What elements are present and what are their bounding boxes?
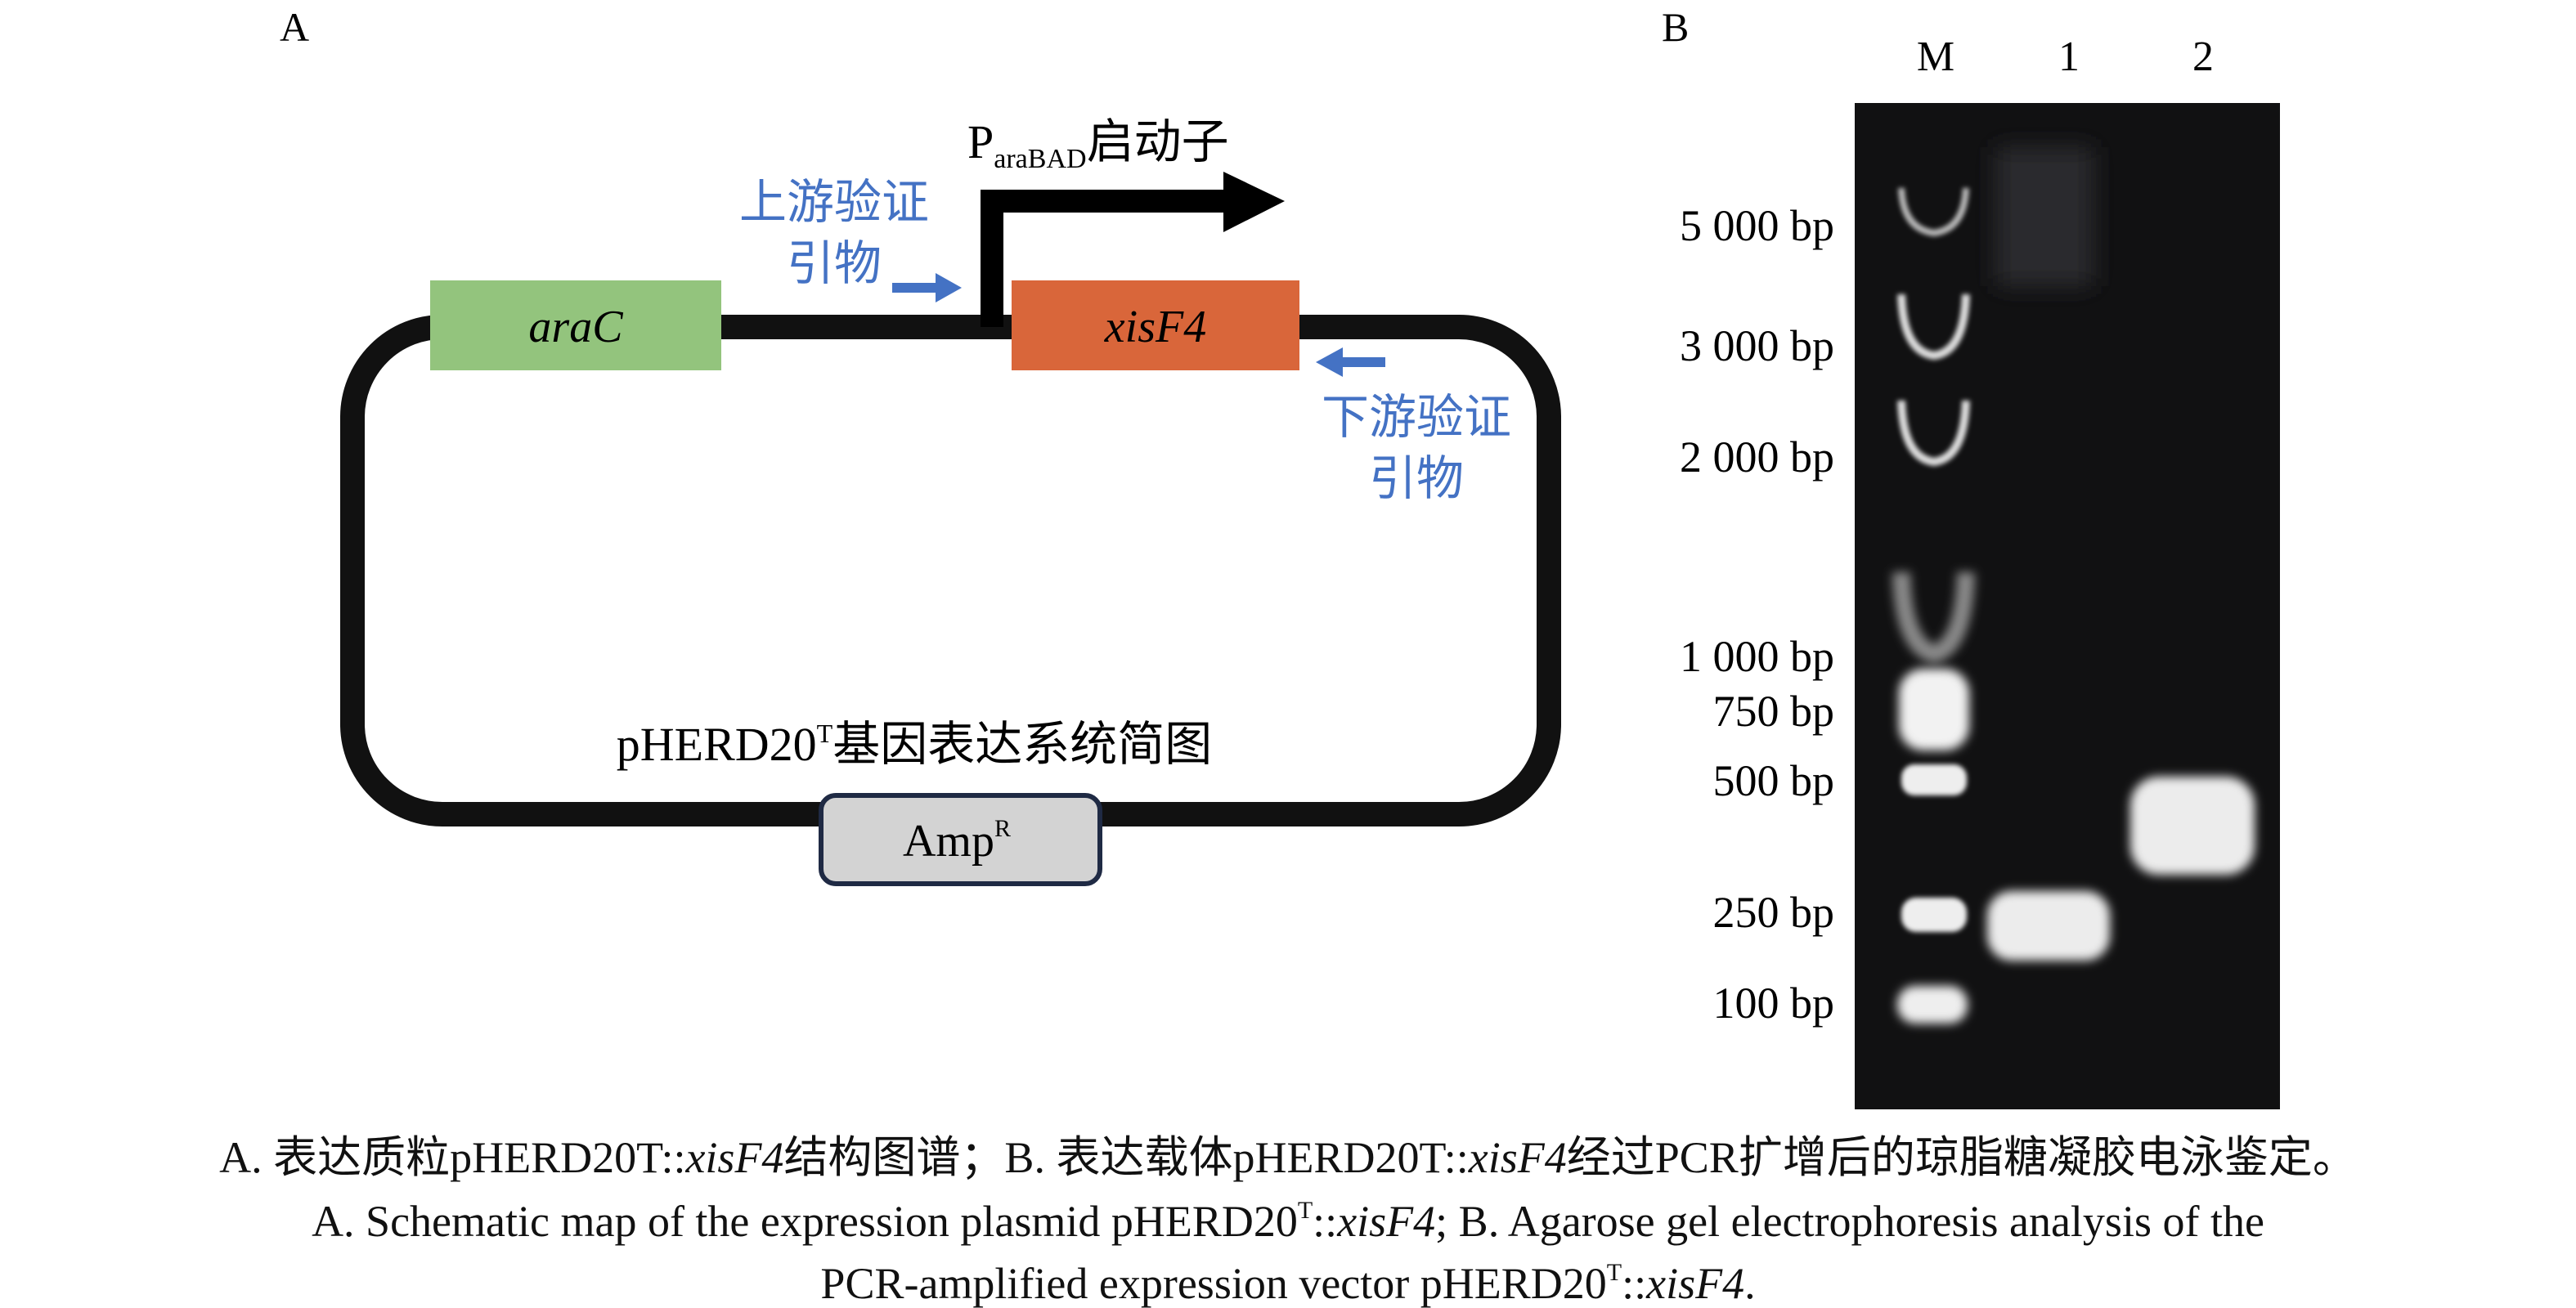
reverse-primer-label-1: 下游验证 [1322,391,1511,444]
forward-primer-label-2: 引物 [787,237,882,290]
panel-a: A ParaBAD启动子 araC xisF4 上游验证 引物 下游验证 引物 … [280,4,1561,886]
plasmid-title: pHERD20T基因表达系统简图 [617,718,1212,771]
band-500 [1901,764,1967,795]
lane-label-m: M [1917,34,1954,80]
ladder-label-2000: 2 000 bp [1680,432,1834,482]
ladder-label-3000: 3 000 bp [1680,321,1834,370]
reverse-primer-label-2: 引物 [1369,452,1464,505]
ladder-label-100: 100 bp [1713,979,1835,1028]
caption-en-line-2: PCR-amplified expression vector pHERD20T… [820,1259,1756,1308]
forward-primer-label-1: 上游验证 [739,176,929,229]
xisf4-gene-box [1012,280,1299,370]
band-3000 [1897,293,1970,361]
reverse-primer-arrow-icon [1316,347,1385,377]
promoter-arrow-line [981,190,1235,327]
lane-1-band [1987,891,2110,961]
panel-b: B M 1 2 5 000 bp 3 000 bp 2 000 bp 1 000… [1662,4,2280,1109]
ladder-label-750: 750 bp [1713,687,1835,736]
ladder-label-250: 250 bp [1713,888,1835,937]
band-5000 [1898,187,1969,237]
promoter-label: ParaBAD启动子 [967,115,1229,174]
band-100 [1897,986,1968,1024]
ampr-marker-box [819,793,1102,886]
band-1000 [1892,571,1975,664]
arac-label: araC [528,302,623,352]
lane-label-2: 2 [2192,34,2214,80]
lane-label-1: 1 [2058,34,2080,80]
xisf4-label: xisF4 [1104,302,1206,352]
band-250 [1901,898,1967,932]
promoter-arrow-head [1223,172,1285,232]
caption-en-line-1: A. Schematic map of the expression plasm… [312,1197,2264,1246]
ladder-bands [1892,187,1975,1024]
band-750 [1899,669,1969,750]
arac-gene-box [430,280,721,370]
band-2000 [1897,400,1970,467]
ladder-label-1000: 1 000 bp [1680,632,1834,681]
caption-cn: A. 表达质粒pHERD20T::xisF4结构图谱；B. 表达载体pHERD2… [219,1133,2357,1182]
lane-2-band [2130,777,2255,875]
forward-primer-arrow-icon [892,273,962,302]
panel-a-label: A [280,4,309,50]
ladder-label-5000: 5 000 bp [1680,201,1834,250]
panel-b-label: B [1662,4,1689,50]
ampr-label: AmpR [903,815,1011,867]
ladder-label-500: 500 bp [1713,756,1835,805]
lane-1-smear [1995,147,2094,286]
